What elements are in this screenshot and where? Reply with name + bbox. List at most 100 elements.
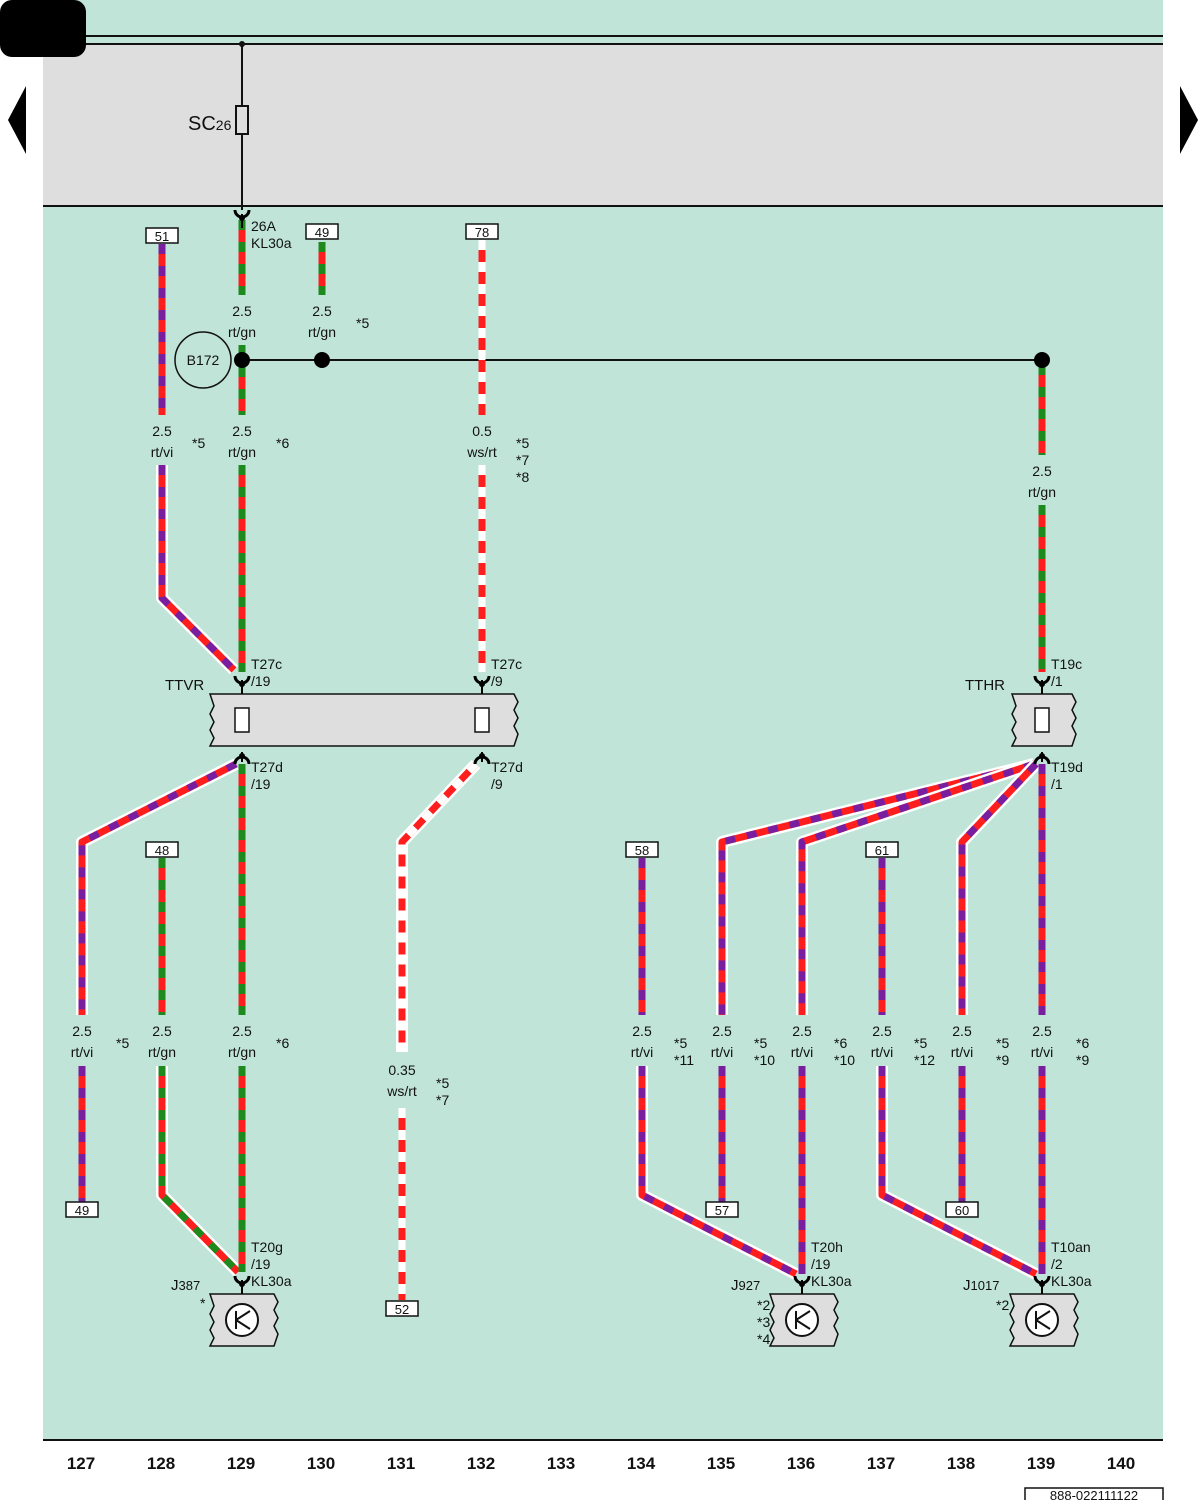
pin-t20g-sub2: KL30a xyxy=(251,1273,292,1289)
ref-box-61[interactable]: 61 xyxy=(865,841,899,858)
component-j387-note: * xyxy=(200,1295,206,1311)
pin-t27c-9-label: T27c xyxy=(491,656,522,672)
pin-t19c-1-sub: /1 xyxy=(1051,673,1063,689)
connector-ttvr-label: TTVR xyxy=(165,677,204,694)
wire-label-color: ws/rt xyxy=(466,444,497,460)
ref-box-49-bottom[interactable]: 49 xyxy=(65,1201,99,1218)
wire-label-color: rt/gn xyxy=(228,1044,256,1060)
ref-box-58[interactable]: 58 xyxy=(625,841,659,858)
connector-tthr-label: TTHR xyxy=(965,677,1005,694)
component-j387-label: J387 xyxy=(171,1277,200,1294)
splice-junction-139 xyxy=(1034,352,1050,368)
svg-text:51: 51 xyxy=(155,229,169,244)
footnote-marker: *6 xyxy=(1076,1035,1089,1051)
ref-box-49-top[interactable]: 49 xyxy=(305,223,339,240)
wire-label-size: 2.5 xyxy=(632,1023,652,1039)
footnote-marker: *5 xyxy=(116,1035,129,1051)
fuse-panel-band xyxy=(43,44,1163,206)
wire-label-color: rt/gn xyxy=(228,444,256,460)
pin-t27d-19-contact xyxy=(233,752,251,765)
footnote-marker: *9 xyxy=(996,1052,1009,1068)
splice-b172-label: B172 xyxy=(187,352,220,368)
footnote-marker: *7 xyxy=(436,1092,449,1108)
pin-t27d-19-sub: /19 xyxy=(251,776,271,792)
wire-label-size: 0.35 xyxy=(388,1062,415,1078)
svg-text:57: 57 xyxy=(715,1203,729,1218)
wire-tthr-to-60-upper xyxy=(956,759,1041,1015)
pin-26a-contact xyxy=(233,209,251,228)
ref-box-48[interactable]: 48 xyxy=(145,841,179,858)
footnote-marker: *7 xyxy=(516,452,529,468)
axis-column-number: 132 xyxy=(467,1454,495,1473)
pin-t27d-9-sub: /9 xyxy=(491,776,503,792)
ref-box-78[interactable]: 78 xyxy=(465,223,499,240)
wire-51-lower xyxy=(156,465,239,675)
pin-t10an-sub2: KL30a xyxy=(1051,1273,1092,1289)
wire-label-color: rt/vi xyxy=(791,1044,814,1060)
tthr-pin-1-symbol xyxy=(1034,707,1050,733)
pin-t27d-9-label: T27d xyxy=(491,759,523,775)
pin-t27c-19-contact xyxy=(233,675,251,694)
ref-box-57[interactable]: 57 xyxy=(705,1201,739,1218)
footnote-marker: *5 xyxy=(436,1075,449,1091)
axis-column-number: 128 xyxy=(147,1454,175,1473)
wire-label-size: 2.5 xyxy=(152,1023,172,1039)
pin-t20g-label: T20g xyxy=(251,1239,283,1255)
wire-label-color: rt/gn xyxy=(228,324,256,340)
pin-t20g-sub: /19 xyxy=(251,1256,271,1272)
previous-page-arrow-icon[interactable] xyxy=(8,86,26,154)
axis-column-number: 134 xyxy=(627,1454,656,1473)
splice-junction-129 xyxy=(234,352,250,368)
axis-column-number: 133 xyxy=(547,1454,575,1473)
pin-t10an-sub: /2 xyxy=(1051,1256,1063,1272)
wire-label-color: rt/vi xyxy=(1031,1044,1054,1060)
pin-t19d-1-label: T19d xyxy=(1051,759,1083,775)
footnote-marker: *5 xyxy=(754,1035,767,1051)
footnote-marker: *5 xyxy=(192,435,205,451)
footnote-marker: *6 xyxy=(276,435,289,451)
wire-label-size: 2.5 xyxy=(1032,463,1052,479)
ref-box-51[interactable]: 51 xyxy=(145,227,179,244)
transistor-icon xyxy=(785,1303,819,1337)
component-j927-note: *4 xyxy=(757,1331,770,1347)
pin-t10an-contact xyxy=(1033,1275,1051,1294)
transistor-icon xyxy=(1025,1303,1059,1337)
wire-label-size: 0.5 xyxy=(472,423,492,439)
transistor-icon xyxy=(225,1303,259,1337)
ref-box-52[interactable]: 52 xyxy=(385,1300,419,1317)
next-page-arrow-icon[interactable] xyxy=(1180,86,1198,154)
connector-ttvr-body xyxy=(208,693,519,747)
wire-label-color: rt/vi xyxy=(951,1044,974,1060)
footnote-marker: *5 xyxy=(356,315,369,331)
footnote-marker: *10 xyxy=(754,1052,775,1068)
pin-t19d-1-contact xyxy=(1033,752,1051,765)
wire-label-size: 2.5 xyxy=(872,1023,892,1039)
wire-tthr-to-57-upper xyxy=(716,758,1036,1015)
axis-column-number: 139 xyxy=(1027,1454,1055,1473)
wire-tthr-to-j927-upper xyxy=(796,758,1036,1015)
diagram-background xyxy=(43,0,1163,1440)
fuse-sc26-symbol xyxy=(235,105,249,135)
wire-label-color: rt/gn xyxy=(1028,484,1056,500)
connector-pins-layer xyxy=(233,209,1051,1294)
busbar-junction xyxy=(239,41,245,47)
svg-text:60: 60 xyxy=(955,1203,969,1218)
control-unit-j387 xyxy=(208,1293,279,1347)
svg-text:52: 52 xyxy=(395,1302,409,1317)
component-j927-note: *3 xyxy=(757,1314,770,1330)
splice-b172-symbol xyxy=(174,331,232,389)
footnote-marker: *11 xyxy=(674,1052,694,1068)
control-unit-j927 xyxy=(768,1293,839,1347)
wire-label-size: 2.5 xyxy=(72,1023,92,1039)
splice-junction-130 xyxy=(314,352,330,368)
document-number: 888-022111122 xyxy=(1024,1487,1164,1500)
svg-text:78: 78 xyxy=(475,225,489,240)
pin-t27c-19-label: T27c xyxy=(251,656,282,672)
wire-label-color: rt/vi xyxy=(871,1044,894,1060)
ref-box-60[interactable]: 60 xyxy=(945,1201,979,1218)
pin-t27c-19-sub: /19 xyxy=(251,673,271,689)
pin-t27c-9-sub: /9 xyxy=(491,673,503,689)
component-j927-label: J927 xyxy=(731,1277,760,1294)
wire-58-to-j927 xyxy=(636,1066,799,1280)
